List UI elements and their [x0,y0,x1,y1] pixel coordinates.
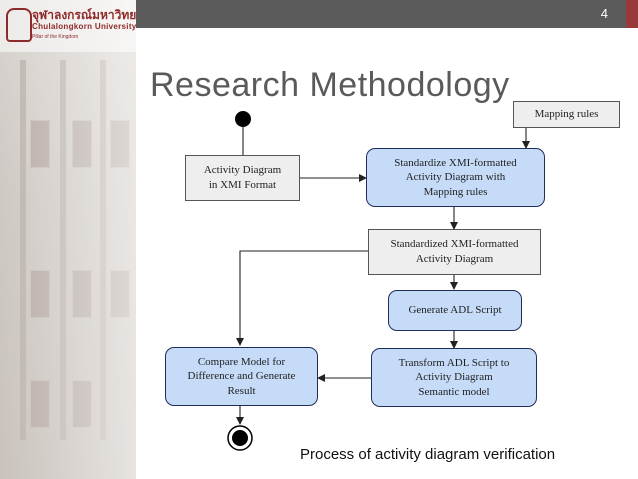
standardize-line: Standardize XMI-formatted [394,156,517,169]
standardized-object-box: Standardized XMI-formatted Activity Diag… [368,229,541,275]
standardize-action: Standardize XMI-formatted Activity Diagr… [366,148,545,207]
slide-title: Research Methodology [150,66,510,104]
diagram-caption: Process of activity diagram verification [300,446,556,463]
mapping-rules-box: Mapping rules [513,101,620,128]
end-node-inner [232,430,248,446]
standardized-line: Activity Diagram [415,253,494,265]
accent-bar [626,0,638,28]
compare-line: Result [227,384,256,397]
slide-number: 4 [600,6,608,21]
compare-action: Compare Model for Difference and Generat… [165,347,318,406]
activity-diagram-xmi-line: Activity Diagram [203,164,282,177]
top-bar: 4 [136,0,626,28]
standardize-line: Mapping rules [423,185,488,198]
start-node [235,111,251,127]
logo-thai-text: จุฬาลงกรณ์มหาวิทยาลัย [32,8,158,22]
transform-line: Activity Diagram [415,371,493,384]
standardized-line: Standardized XMI-formatted [390,238,519,251]
compare-line: Difference and Generate [187,370,296,383]
mapping-rules-label: Mapping rules [534,108,599,121]
generate-adl-label: Generate ADL Script [408,304,502,317]
university-logo: จุฬาลงกรณ์มหาวิทยาลัย Chulalongkorn Univ… [0,0,157,52]
university-emblem-icon [6,8,32,42]
generate-adl-action: Generate ADL Script [388,290,522,331]
transform-line: Transform ADL Script to [398,356,510,369]
logo-tagline: Pillar of the Kingdom [32,34,79,40]
transform-action: Transform ADL Script to Activity Diagram… [371,348,537,407]
transform-line: Semantic model [418,385,490,398]
edge-standardized-to-compare [236,250,368,346]
compare-line: Compare Model for [197,355,286,368]
activity-diagram-xmi-line: in XMI Format [208,179,277,191]
background-photo [0,0,136,479]
activity-diagram-xmi-box: Activity Diagram in XMI Format [185,155,300,201]
logo-english-text: Chulalongkorn University [32,22,137,31]
standardize-line: Activity Diagram with [405,171,506,184]
